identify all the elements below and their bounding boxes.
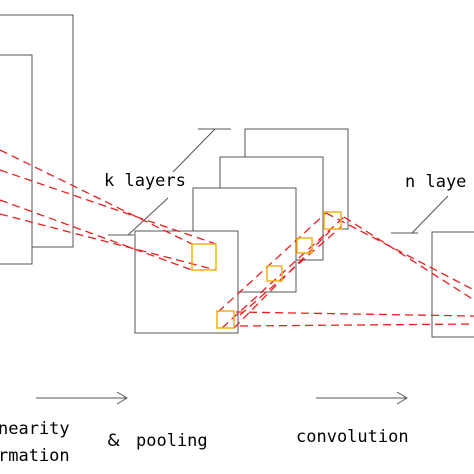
arrow-head-convolution — [396, 391, 408, 405]
process-arrows — [36, 391, 408, 405]
n-layers-leader — [411, 195, 449, 234]
kernel-window — [296, 237, 313, 254]
nonlinearity-label-line2: rmation — [0, 446, 70, 466]
kernel-window — [266, 265, 283, 282]
projection-line — [235, 311, 474, 317]
input-feature-maps — [0, 14, 74, 265]
callout-lines — [108, 128, 449, 236]
arrow-head-pooling — [116, 391, 128, 405]
nonlinearity-label-line1: nearity — [0, 419, 70, 439]
projection-line — [0, 213, 217, 271]
k-layers-label: k layers — [104, 171, 186, 191]
n-layer-map — [431, 231, 474, 338]
k-layers-top-leader — [172, 128, 216, 173]
projection-line — [239, 323, 474, 327]
pooling-label: pooling — [136, 431, 208, 451]
and-symbol: & — [107, 431, 120, 451]
n-layers-label: n laye — [405, 172, 466, 192]
projection-line — [217, 212, 327, 313]
k-layer-map-1 — [134, 230, 239, 334]
projection-line — [0, 199, 193, 271]
input-map-front — [0, 54, 33, 265]
kernel-windows — [191, 211, 342, 329]
convolution-label: convolution — [296, 427, 409, 447]
kernel-window-large — [191, 243, 217, 271]
k-layers-bottom-leader — [127, 197, 169, 236]
projection-line — [0, 149, 193, 245]
projection-line — [221, 216, 345, 329]
kernel-window — [323, 211, 342, 230]
k-layer-stack — [134, 128, 349, 334]
projection-line — [325, 212, 474, 291]
kernel-window — [216, 310, 235, 329]
